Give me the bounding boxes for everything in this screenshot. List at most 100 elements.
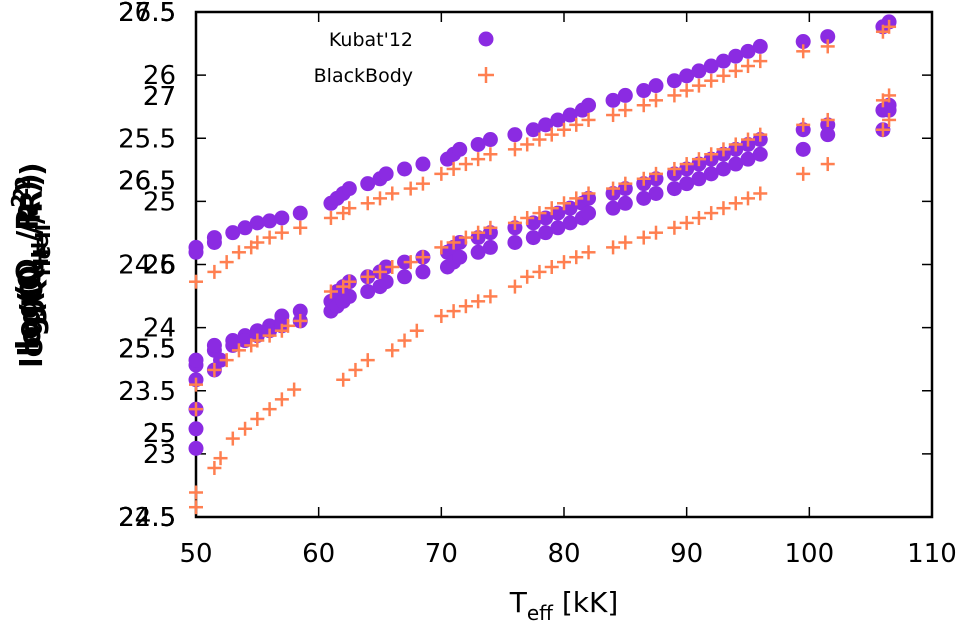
blackbody-point [281,318,295,333]
kubat-point [728,48,744,64]
kubat-point [820,29,836,45]
blackbody-point [274,225,289,240]
kubat-point [482,132,498,148]
y-tick-label: 25.5 [118,124,176,154]
blackbody-point [581,186,596,201]
blackbody-point [231,343,246,358]
blackbody-point [649,93,663,108]
blackbody-point [207,460,222,475]
kubat-point [648,78,664,94]
y-tick-label: 26.5 [118,0,176,28]
blackbody-point [569,250,584,265]
blackbody-point [820,157,835,172]
kubat-point [581,97,597,113]
blackbody-point [796,117,811,132]
kubat-point [292,205,308,221]
blackbody-point [262,328,277,343]
blackbody-point [471,294,486,309]
y-axis-title: log(QH/R2)log(QHe/R2)log(QHe II/R2) [7,162,55,367]
y-axis-title-part: log(QHe II/R2) [11,162,55,367]
blackbody-point [753,127,768,142]
blackbody-point [342,201,357,216]
y-tick-label: 25.5 [118,335,176,365]
kubat-point [795,141,811,157]
blackbody-point [385,343,400,358]
blackbody-point [882,19,897,34]
blackbody-point [471,225,486,240]
kubat-point [249,215,265,231]
blackbody-point [458,157,473,172]
legend-marker-kubat [478,31,494,47]
blackbody-point [667,220,682,235]
y-tick-label: 25 [143,187,176,217]
kubat-point [274,210,290,226]
blackbody-point [532,206,547,221]
blackbody-point [385,260,400,274]
kubat-point [507,127,523,143]
y-axis-title-part: log(QHe/R2) [9,173,53,357]
kubat-point [562,107,578,123]
blackbody-point [446,161,461,176]
blackbody-point [820,39,835,54]
blackbody-point [753,54,768,69]
blackbody-point [520,137,535,152]
blackbody-point [458,230,473,245]
blackbody-point [409,323,424,338]
blackbody-point [716,142,731,157]
blackbody-point [207,362,222,377]
blackbody-point [415,176,430,191]
blackbody-point [875,122,890,137]
kubat-point [740,151,756,167]
blackbody-point [606,108,621,123]
kubat-point [550,112,566,128]
blackbody-point [753,186,768,201]
kubat-point [666,181,682,197]
blackbody-point [679,83,694,98]
kubat-point [666,73,682,89]
kubat-point [470,244,486,260]
blackbody-point [716,68,731,83]
data-points [188,14,897,515]
blackbody-point [250,411,265,426]
kubat-point [617,87,633,103]
kubat-point [679,68,695,84]
blackbody-point [231,245,246,260]
kubat-point [648,185,664,201]
kubat-point [881,102,897,118]
blackbody-point [434,166,449,181]
blackbody-point [373,191,387,206]
blackbody-point [532,132,547,147]
blackbody-point [820,112,835,127]
blackbody-point [397,333,412,348]
blackbody-point [238,421,253,436]
kubat-point [415,264,431,280]
blackbody-point [704,206,719,221]
kubat-point [360,284,376,300]
x-tick-label: 60 [302,539,335,569]
blackbody-point [342,274,357,289]
y-tick-label: 27.5 [118,0,176,28]
kubat-point [752,146,768,162]
y-tick-label: 24.5 [118,503,176,533]
blackbody-point [606,240,621,255]
y-tick-label: 25 [143,419,176,449]
kubat-point [237,220,253,236]
blackbody-point [557,196,571,211]
blackbody-point [446,304,461,319]
blackbody-point [262,402,277,417]
kubat-point [341,288,357,304]
kubat-point [715,161,731,177]
blackbody-point [569,191,584,206]
blackbody-point [728,137,743,152]
kubat-point [740,43,756,59]
y-axis-title-part: log(QH/R2) [7,180,51,350]
blackbody-point [434,309,449,324]
x-tick-label: 110 [907,539,957,569]
kubat-point [341,181,357,197]
kubat-point [581,205,597,221]
blackbody-point [225,431,240,446]
blackbody-point [189,485,203,500]
kubat-point [795,34,811,50]
kubat-point [538,225,554,241]
